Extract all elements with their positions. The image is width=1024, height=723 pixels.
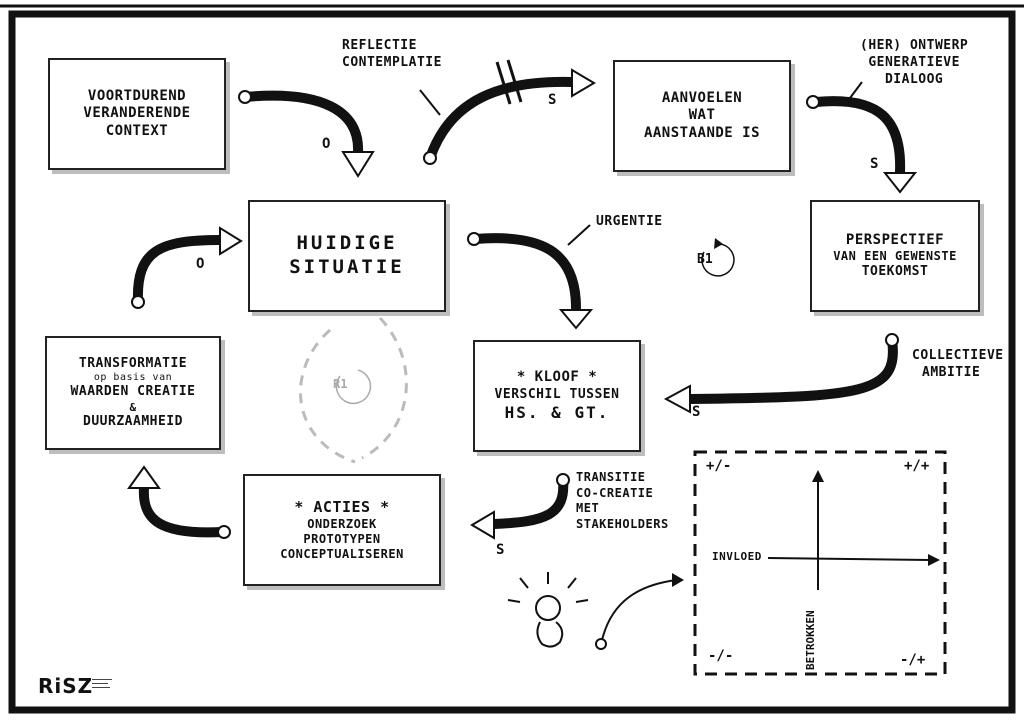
quadrant-x-arrowhead	[928, 554, 940, 566]
perspectief-line-2: VAN EEN GEWENSTE	[833, 249, 957, 264]
box-aanvoelen: AANVOELEN WAT AANSTAANDE IS	[613, 60, 791, 172]
box-transformatie: TRANSFORMATIE op basis van WAARDEN CREAT…	[45, 336, 221, 450]
aanvoelen-line-2: WAT	[688, 107, 716, 124]
r1-loop-circle	[335, 369, 372, 405]
outer-frame	[8, 10, 1016, 714]
quadrant-y-label: BETROKKEN	[804, 610, 817, 670]
arrow-transformatie-to-huidige	[131, 226, 243, 309]
herontwerp-line-1: (HER) ONTWERP	[860, 38, 969, 53]
reflectie-pointer	[419, 89, 441, 116]
kloof-line-3: HS. & GT.	[504, 402, 610, 422]
quadrant-top-right: +/+	[904, 458, 930, 474]
aanvoelen-line-1: AANVOELEN	[661, 89, 743, 106]
b1-loop-arrowhead	[714, 238, 723, 249]
r1-loop-arrows	[299, 316, 408, 464]
box-kloof: * KLOOF * VERSCHIL TUSSEN HS. & GT.	[473, 340, 641, 452]
aanvoelen-line-3: AANSTAANDE IS	[643, 124, 761, 141]
arrow-collectieve-to-kloof	[663, 333, 899, 414]
box-huidige-situatie: HUIDIGE SITUATIE	[248, 200, 446, 312]
arrow-aanvoelen-to-perspectief	[806, 95, 918, 194]
acties-line-4: CONCEPTUALISEREN	[280, 546, 404, 561]
person-doodle	[507, 572, 589, 648]
perspectief-line-1: PERSPECTIEF	[845, 231, 945, 248]
box-voortdurend-context: VOORTDUREND VERANDERENDE CONTEXT	[48, 58, 226, 170]
arrow-transitie-to-acties	[470, 473, 570, 540]
thin-arrow-to-quadrant	[595, 573, 684, 650]
kloof-line-1: * KLOOF *	[516, 369, 598, 386]
transitie-line-2: CO-CREATIE	[576, 485, 654, 500]
quadrant-top-left: +/-	[706, 458, 732, 474]
label-urgentie: URGENTIE	[596, 214, 663, 229]
acties-line-3: PROTOTYPEN	[303, 531, 381, 546]
transformatie-line-1: TRANSFORMATIE	[78, 355, 188, 371]
context-line-2: VERANDERENDE	[83, 105, 191, 122]
loop-b1-label: B1	[697, 252, 713, 267]
herontwerp-line-3: DIALOOG	[884, 71, 944, 87]
herontwerp-line-2: GENERATIEVE	[868, 54, 960, 70]
label-transitie: TRANSITIE CO-CREATIE MET STAKEHOLDERS	[576, 470, 669, 532]
transitie-line-4: STAKEHOLDERS	[576, 516, 669, 531]
quadrant-y-arrowhead	[812, 470, 824, 482]
polarity-s-3: S	[692, 404, 701, 420]
acties-line-2: ONDERZOEK	[307, 516, 377, 531]
label-collectieve: COLLECTIEVE AMBITIE	[912, 348, 1004, 382]
huidige-line-1: HUIDIGE	[296, 232, 398, 255]
reflectie-line-1: REFLECTIE	[342, 38, 417, 53]
reflectie-line-2: CONTEMPLATIE	[342, 54, 442, 70]
quadrant-x-axis	[767, 557, 931, 561]
polarity-s-2: S	[870, 156, 879, 172]
context-line-3: CONTEXT	[105, 122, 169, 139]
polarity-o-1: O	[322, 136, 331, 152]
b1-loop-circle	[701, 243, 735, 277]
risz-logo: RiSZ	[38, 674, 94, 698]
transformatie-line-3: WAARDEN CREATIE	[70, 384, 196, 400]
collectieve-line-1: COLLECTIEVE	[912, 348, 1004, 363]
herontwerp-pointer	[849, 81, 863, 99]
label-reflectie: REFLECTIE CONTEMPLATIE	[342, 38, 442, 72]
logo-tagline	[92, 676, 112, 688]
loop-r1-label: R1	[333, 377, 348, 391]
polarity-s-1: S	[548, 92, 557, 108]
label-herontwerp: (HER) ONTWERP GENERATIEVE DIALOOG	[860, 38, 968, 89]
transformatie-line-5: DUURZAAMHEID	[83, 414, 183, 430]
quadrant-frame	[693, 450, 947, 676]
polarity-o-2: O	[196, 256, 205, 272]
huidige-line-2: SITUATIE	[289, 256, 405, 278]
transformatie-line-4: &	[129, 400, 137, 414]
acties-line-1: * ACTIES *	[294, 498, 390, 517]
quadrant-bottom-left: -/-	[708, 648, 734, 664]
quadrant-x-label: INVLOED	[712, 550, 762, 563]
arrow-huidige-to-kloof	[467, 232, 594, 330]
arrow-reflectie-to-aanvoelen	[423, 59, 596, 165]
polarity-s-4: S	[496, 542, 505, 558]
transitie-line-3: MET	[576, 501, 600, 516]
arrow-context-to-huidige	[238, 90, 375, 178]
context-line-1: VOORTDUREND	[87, 87, 187, 104]
transitie-line-1: TRANSITIE	[576, 470, 646, 484]
urgentie-pointer	[567, 224, 591, 246]
perspectief-line-3: TOEKOMST	[861, 264, 929, 280]
quadrant-bottom-right: -/+	[900, 652, 926, 668]
arrow-acties-to-transformatie	[127, 465, 231, 539]
box-perspectief: PERSPECTIEF VAN EEN GEWENSTE TOEKOMST	[810, 200, 980, 312]
kloof-line-2: VERSCHIL TUSSEN	[494, 386, 620, 402]
collectieve-line-2: AMBITIE	[922, 364, 981, 380]
transformatie-line-2: op basis van	[93, 371, 173, 383]
box-acties: * ACTIES * ONDERZOEK PROTOTYPEN CONCEPTU…	[243, 474, 441, 586]
